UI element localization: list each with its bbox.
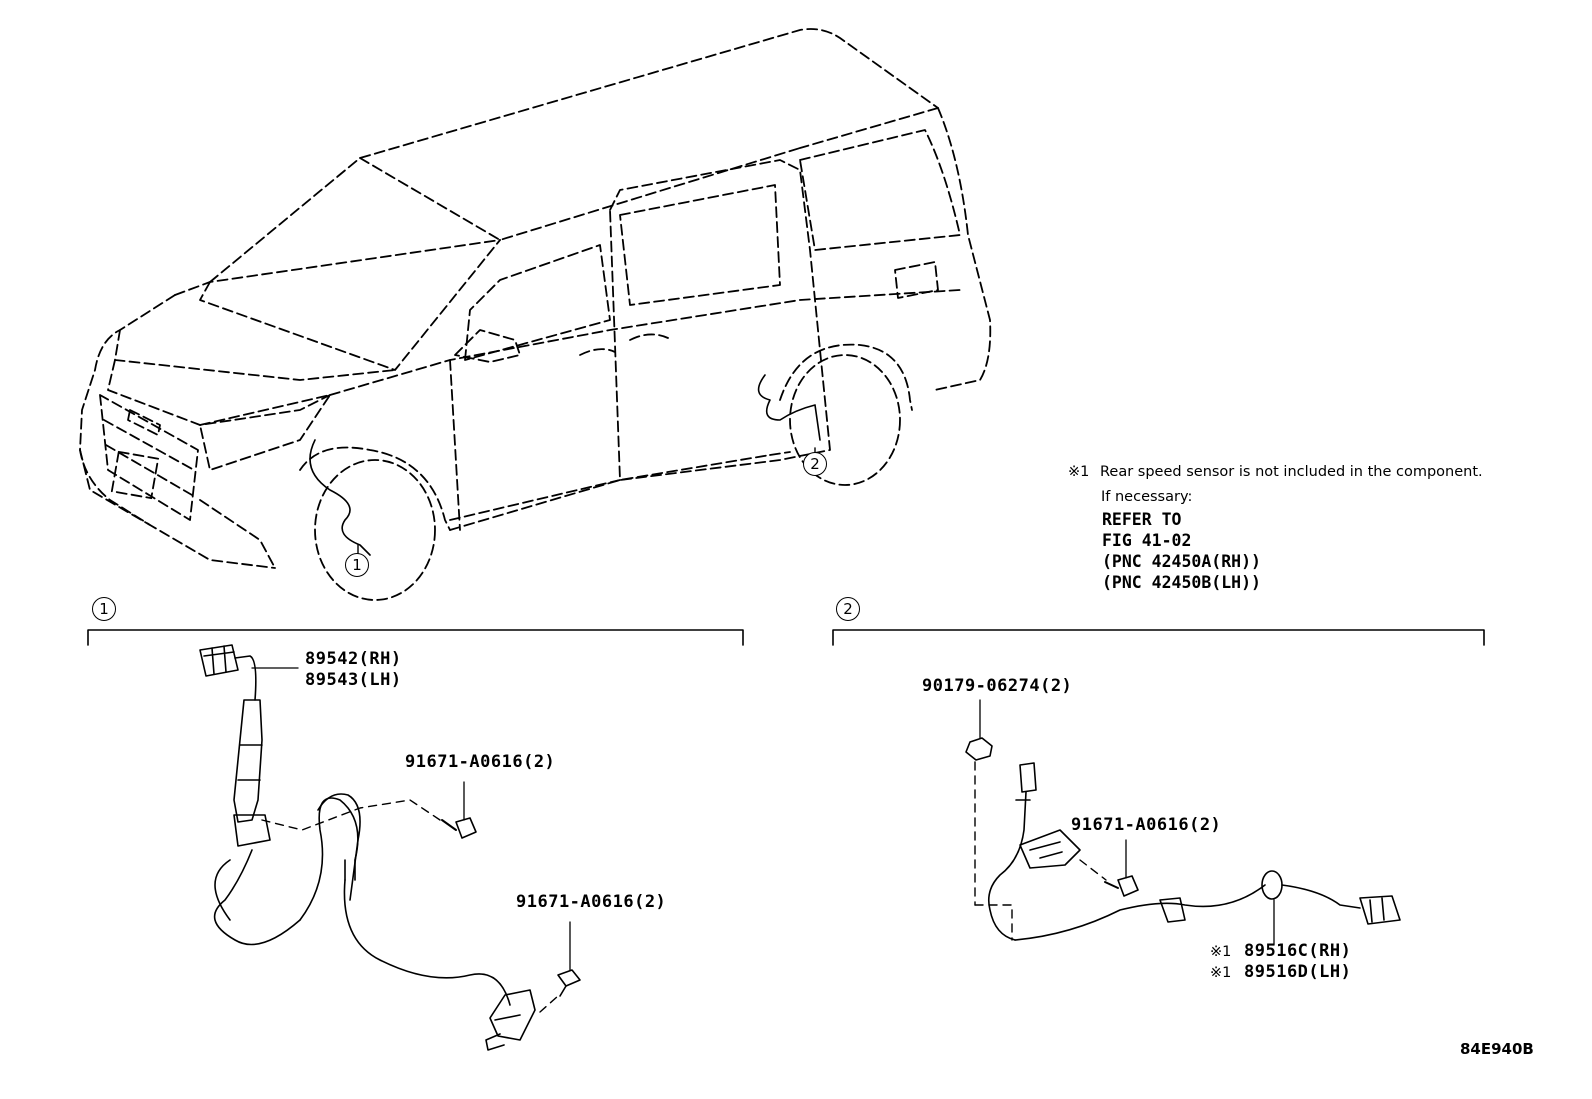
note-line-1: Rear speed sensor is not included in the… [1100,464,1483,480]
callout-1-on-car: 1 [345,553,369,577]
part-mark-rh: ※1 [1210,944,1232,960]
part-label-89516d-lh: 89516D(LH) [1244,962,1352,982]
note-line-5: (PNC 42450A(RH)) [1102,552,1261,571]
section2-callout: 2 [836,597,860,621]
front-speed-sensor-drawing [199,644,581,1051]
part-label-bolt-upper: 91671-A0616(2) [405,752,556,772]
vehicle-outline [79,28,992,601]
part-label-89542-rh: 89542(RH) [305,649,402,669]
rear-speed-sensor-drawing [965,737,1401,941]
part-mark-lh: ※1 [1210,965,1232,981]
part-label-bolt-lower: 91671-A0616(2) [516,892,667,912]
section1-bracket [87,629,744,646]
part-label-89543-lh: 89543(LH) [305,670,402,690]
note-line-2: If necessary: [1101,489,1193,505]
section2-bracket [832,629,1485,646]
note-line-4: FIG 41-02 [1102,531,1192,550]
part-label-89516c-rh: 89516C(RH) [1244,941,1352,961]
note-line-6: (PNC 42450B(LH)) [1102,573,1261,592]
note-mark: ※1 [1068,464,1090,480]
figure-reference: 84E940B [1460,1040,1534,1058]
callout-2-on-car: 2 [803,452,827,476]
front-sensor-wire-on-car [309,439,371,556]
part-label-nut: 90179-06274(2) [922,676,1073,696]
rear-sensor-wire-on-car [757,374,821,441]
section1-callout: 1 [92,597,116,621]
note-line-3: REFER TO [1102,510,1182,529]
part-label-bolt-rear: 91671-A0616(2) [1071,815,1222,835]
